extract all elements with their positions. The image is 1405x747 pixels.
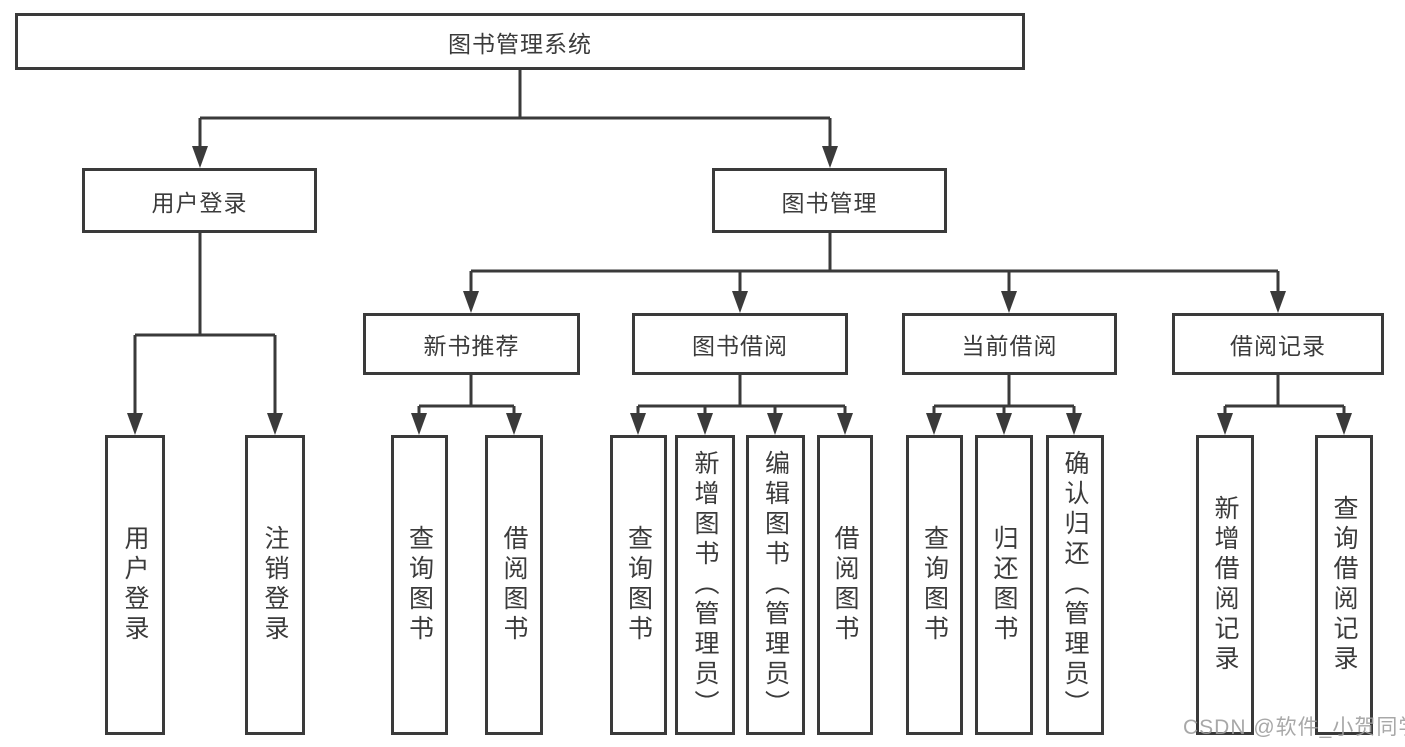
node-current-borrow: 当前借阅 bbox=[902, 313, 1117, 375]
arrow-icon bbox=[767, 413, 783, 435]
leaf-label: 注销登录 bbox=[261, 525, 289, 645]
arrow-icon bbox=[697, 413, 713, 435]
leaf-label: 新增借阅记录 bbox=[1211, 495, 1239, 675]
arrow-icon bbox=[411, 413, 427, 435]
arrow-icon bbox=[463, 291, 479, 313]
arrow-icon bbox=[996, 413, 1012, 435]
arrow-icon bbox=[1270, 291, 1286, 313]
node-book-management: 图书管理 bbox=[712, 168, 947, 233]
leaf-confirm-return-admin: 确认归还（管理员） bbox=[1046, 435, 1104, 735]
leaf-query-books-2: 查询图书 bbox=[610, 435, 667, 735]
leaf-label: 查询图书 bbox=[624, 525, 653, 645]
leaf-return-books: 归还图书 bbox=[975, 435, 1033, 735]
leaf-label: 借阅图书 bbox=[831, 525, 859, 645]
connector-newbooks-spine bbox=[417, 375, 516, 414]
leaf-label: 确认归还（管理员） bbox=[1061, 450, 1089, 720]
leaf-label: 查询图书 bbox=[920, 525, 949, 645]
leaf-label: 借阅图书 bbox=[500, 525, 528, 645]
node-label: 借阅记录 bbox=[1230, 333, 1326, 359]
arrow-icon bbox=[267, 413, 283, 435]
arrow-icon bbox=[1217, 413, 1233, 435]
leaf-add-borrow-record: 新增借阅记录 bbox=[1196, 435, 1254, 735]
node-new-book-recommend: 新书推荐 bbox=[363, 313, 580, 375]
node-user-login: 用户登录 bbox=[82, 168, 317, 233]
node-label: 用户登录 bbox=[151, 189, 248, 216]
connector-borrow-spine bbox=[636, 375, 847, 414]
arrowheads bbox=[127, 146, 1352, 435]
node-label: 新书推荐 bbox=[423, 333, 520, 359]
node-book-borrow: 图书借阅 bbox=[632, 313, 848, 375]
leaf-logout: 注销登录 bbox=[245, 435, 305, 735]
leaf-label: 查询借阅记录 bbox=[1330, 495, 1358, 675]
leaf-add-books-admin: 新增图书（管理员） bbox=[675, 435, 735, 735]
arrow-icon bbox=[822, 146, 838, 168]
arrow-icon bbox=[192, 146, 208, 168]
arrow-icon bbox=[127, 413, 143, 435]
leaf-query-books-1: 查询图书 bbox=[391, 435, 448, 735]
node-root: 图书管理系统 bbox=[15, 13, 1025, 70]
connector-bookmgmt-spine bbox=[469, 233, 1280, 292]
node-borrow-records: 借阅记录 bbox=[1172, 313, 1384, 375]
connector-userlogin-spine bbox=[133, 233, 277, 414]
leaf-borrow-books-1: 借阅图书 bbox=[485, 435, 543, 735]
arrow-icon bbox=[506, 413, 522, 435]
arrow-icon bbox=[837, 413, 853, 435]
leaf-query-borrow-record: 查询借阅记录 bbox=[1315, 435, 1373, 735]
leaf-label: 查询图书 bbox=[405, 525, 434, 645]
arrow-icon bbox=[732, 291, 748, 313]
connector-records-spine bbox=[1223, 375, 1346, 414]
leaf-label: 归还图书 bbox=[990, 525, 1018, 645]
node-label: 图书管理 bbox=[781, 189, 878, 216]
leaf-borrow-books-2: 借阅图书 bbox=[817, 435, 873, 735]
leaf-user-login: 用户登录 bbox=[105, 435, 165, 735]
watermark: CSDN @软件_小贺同学 bbox=[1183, 716, 1405, 739]
arrow-icon bbox=[1001, 291, 1017, 313]
leaf-label: 用户登录 bbox=[121, 525, 149, 645]
node-label: 当前借阅 bbox=[961, 333, 1058, 359]
node-label: 图书借阅 bbox=[692, 333, 788, 359]
leaf-query-books-3: 查询图书 bbox=[906, 435, 963, 735]
arrow-icon bbox=[1336, 413, 1352, 435]
leaf-label: 新增图书（管理员） bbox=[691, 450, 719, 720]
connector-current-spine bbox=[932, 375, 1076, 414]
connector-root-spine bbox=[198, 70, 832, 147]
arrow-icon bbox=[1066, 413, 1082, 435]
node-root-label: 图书管理系统 bbox=[448, 30, 592, 57]
leaf-edit-books-admin: 编辑图书（管理员） bbox=[746, 435, 805, 735]
arrow-icon bbox=[926, 413, 942, 435]
arrow-icon bbox=[630, 413, 646, 435]
leaf-label: 编辑图书（管理员） bbox=[761, 450, 790, 720]
